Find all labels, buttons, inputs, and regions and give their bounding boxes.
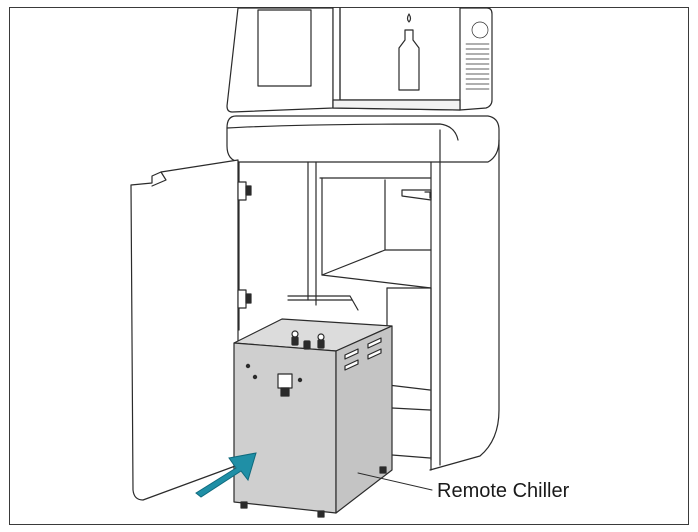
figure-frame bbox=[9, 7, 689, 525]
remote-chiller bbox=[233, 318, 393, 518]
side-vents bbox=[344, 337, 382, 371]
dispenser-unit bbox=[226, 7, 493, 113]
cabinet-door bbox=[130, 159, 252, 501]
tube-fittings bbox=[291, 330, 325, 350]
door-hinge bbox=[237, 181, 252, 201]
arrow-icon bbox=[195, 452, 257, 498]
base-cabinet bbox=[226, 115, 500, 471]
product-label bbox=[465, 21, 490, 90]
remote-chiller-label: Remote Chiller bbox=[437, 480, 570, 502]
power-connector bbox=[245, 363, 303, 397]
dispenser-window bbox=[257, 9, 312, 87]
bottle-icon bbox=[398, 13, 420, 91]
callout-leader bbox=[357, 472, 433, 491]
door-hinge bbox=[237, 289, 252, 309]
